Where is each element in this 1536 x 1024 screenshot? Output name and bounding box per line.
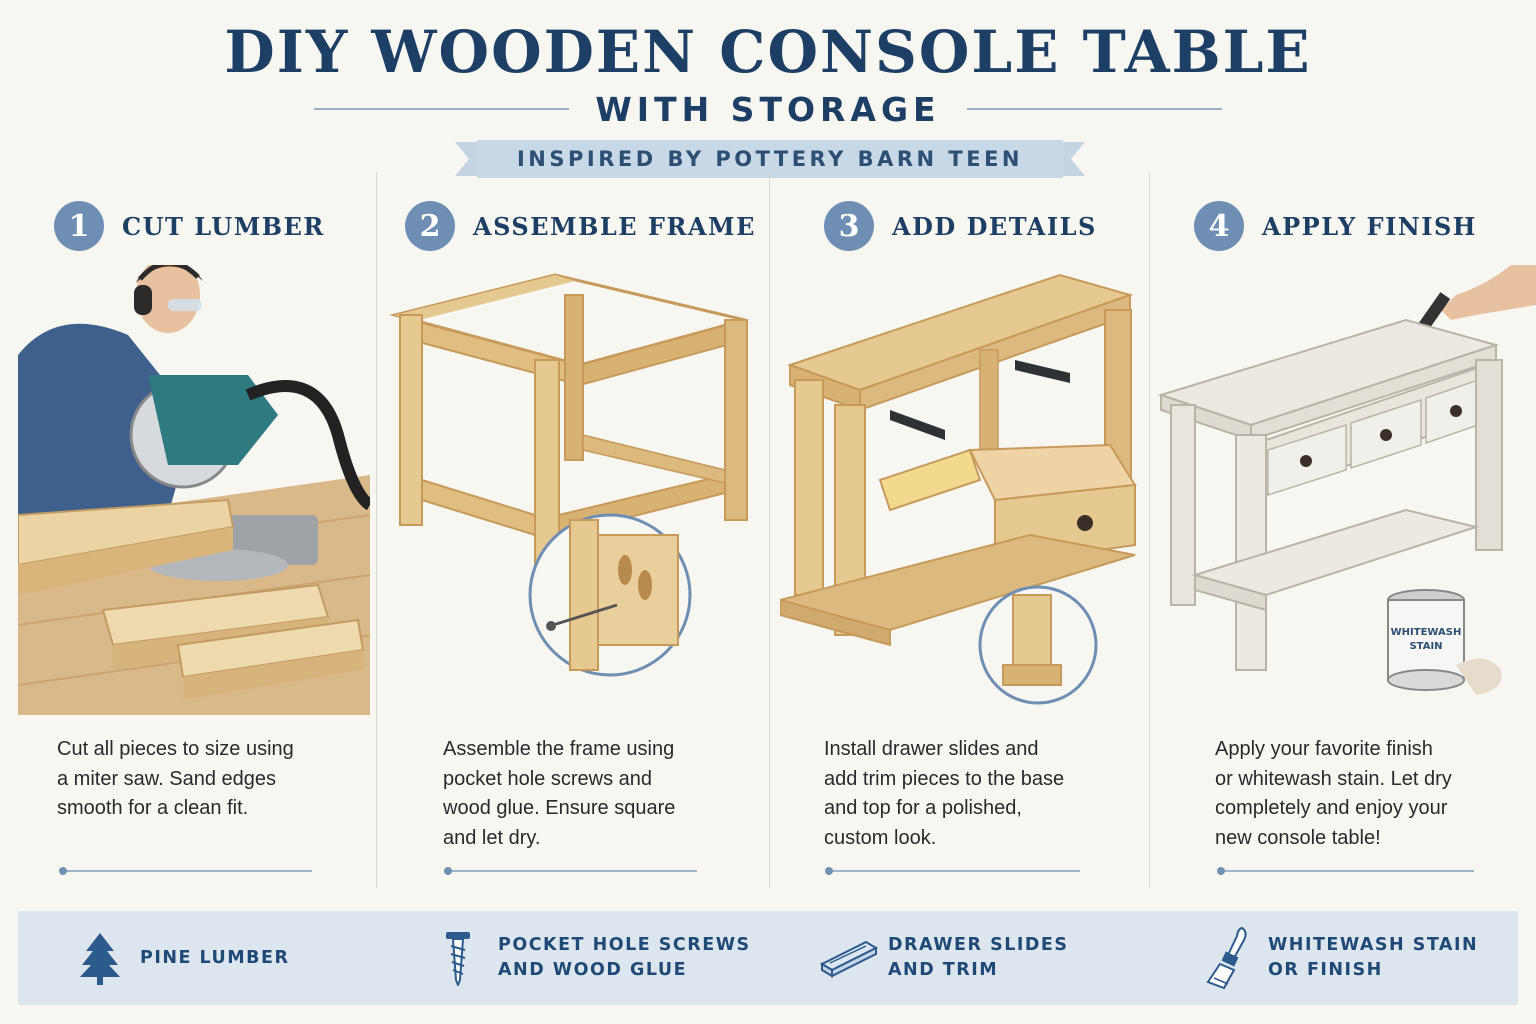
cutting-lumber-illustration [18,265,370,715]
description-line: Assemble the frame using [443,738,675,760]
material-item: POCKET HOLE SCREWS AND WOOD GLUE [428,911,751,1005]
material-label-line: PINE LUMBER [140,947,290,968]
step-title: CUT LUMBER [122,211,325,241]
step-4-panel: 4 APPLY FINISH WHITEWASH STAIN A [1156,195,1536,895]
description-line: Install drawer slides and [824,738,1039,760]
description-line: and let dry. [443,826,541,849]
step-description: Apply your favorite finish or whitewash … [1215,735,1452,853]
inspiration-banner: INSPIRED BY POTTERY BARN TEEN [455,140,1085,178]
step-number-badge: 3 [824,201,874,251]
drawer-details-illustration [780,273,1137,705]
column-divider [376,172,377,888]
description-line: Cut all pieces to size using [57,738,294,760]
material-label-line: WHITEWASH STAIN [1268,935,1479,955]
description-line: a miter saw. Sand edges [57,767,277,790]
description-line: add trim pieces to the base [824,767,1065,790]
material-label: POCKET HOLE SCREWS AND WOOD GLUE [498,933,751,983]
description-line: pocket hole screws and [443,767,653,790]
step-header: 2 ASSEMBLE FRAME [405,201,756,251]
page-title: DIY WOODEN CONSOLE TABLE [224,18,1312,86]
material-label-line: AND WOOD GLUE [498,960,688,980]
material-item: DRAWER SLIDES AND TRIM [818,911,1068,1005]
subtitle-rule-right [966,108,1222,110]
material-item: WHITEWASH STAIN OR FINISH [1198,911,1478,1005]
column-divider [1149,172,1150,888]
pine-tree-icon [70,928,130,988]
drawer-slide-icon [818,928,878,988]
material-label-line: POCKET HOLE SCREWS [498,935,751,955]
step-underline [825,867,1080,875]
step-description: Assemble the frame using pocket hole scr… [443,735,675,853]
screw-icon [428,928,488,988]
description-line: Apply your favorite finish [1215,738,1433,760]
description-line: new console table! [1215,826,1381,849]
step-description: Cut all pieces to size using a miter saw… [57,735,294,824]
can-label: WHITEWASH [1391,627,1462,638]
step-header: 1 CUT LUMBER [54,201,325,251]
ribbon-shape [455,140,1085,178]
step-header: 3 ADD DETAILS [824,201,1097,251]
can-label: STAIN [1409,641,1442,652]
step-title: ASSEMBLE FRAME [473,211,756,241]
material-label: DRAWER SLIDES AND TRIM [888,933,1068,983]
step-number-badge: 4 [1194,201,1244,251]
step-description: Install drawer slides and add trim piece… [824,735,1064,853]
finished-table-illustration: WHITEWASH STAIN [1157,265,1536,695]
paintbrush-icon [1198,926,1258,990]
step-number-badge: 2 [405,201,455,251]
step-number-badge: 1 [54,201,104,251]
step-underline [1217,867,1474,875]
description-line: custom look. [824,826,937,849]
description-line: smooth for a clean fit. [57,797,249,819]
step-title: ADD DETAILS [892,211,1097,241]
step-1-panel: 1 CUT LUMBER Cut all pieces to size usin… [18,195,398,895]
material-label-line: OR FINISH [1268,960,1383,980]
material-label-line: AND TRIM [888,960,999,980]
material-label: PINE LUMBER [140,946,289,971]
description-line: completely and enjoy your [1215,797,1448,819]
step-underline [444,867,697,875]
description-line: or whitewash stain. Let dry [1215,767,1452,790]
description-line: wood glue. Ensure square [443,797,676,819]
banner-text: INSPIRED BY POTTERY BARN TEEN [516,147,1024,171]
material-item: PINE LUMBER [70,911,289,1005]
subtitle-row: WITH STORAGE [0,86,1536,132]
step-header: 4 APPLY FINISH [1194,201,1477,251]
step-2-panel: 2 ASSEMBLE FRAME Assemble the frame usin… [385,195,765,895]
step-title: APPLY FINISH [1262,211,1477,241]
description-line: and top for a polished, [824,797,1022,819]
step-3-panel: 3 ADD DETAILS Install drawer slides and … [780,195,1160,895]
page-subtitle: WITH STORAGE [595,89,941,129]
column-divider [769,172,770,888]
material-label: WHITEWASH STAIN OR FINISH [1268,933,1478,983]
material-label-line: DRAWER SLIDES [888,935,1069,955]
frame-assembly-illustration [389,273,748,677]
step-underline [59,867,312,875]
subtitle-rule-left [314,108,570,110]
materials-bar: PINE LUMBER POCKET HOLE SCREWS AND WOOD … [18,911,1518,1005]
